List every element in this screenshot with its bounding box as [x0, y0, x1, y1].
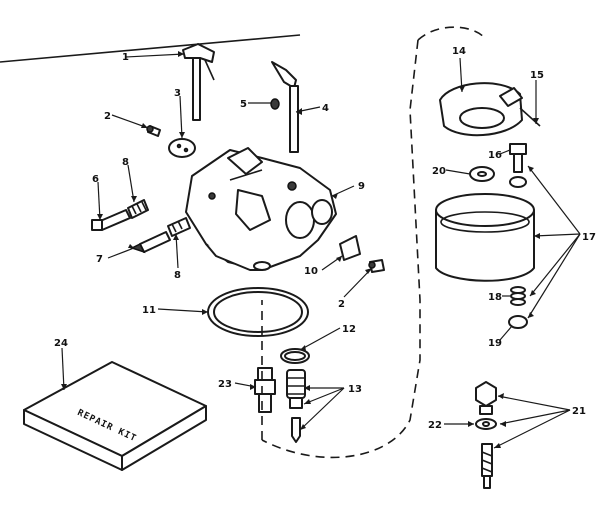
callout-5: 5 — [240, 99, 247, 110]
leader-arrowheads — [61, 51, 540, 448]
part-seal-lower — [508, 315, 528, 329]
callout-14: 14 — [452, 46, 466, 57]
callout-2-upper: 2 — [104, 111, 111, 122]
part-idle-screw — [91, 209, 131, 231]
part-spring-lower — [167, 217, 191, 237]
callout-6: 6 — [92, 174, 99, 185]
callout-13: 13 — [348, 384, 362, 395]
callout-8-lower: 8 — [174, 270, 181, 281]
part-bowl-screw — [509, 143, 527, 173]
assembly-envelope-left — [261, 39, 421, 459]
part-plate — [339, 235, 361, 261]
part-carburetor-body — [185, 147, 337, 271]
assembly-envelope-top — [417, 26, 487, 41]
callout-22: 22 — [428, 420, 442, 431]
callout-17: 17 — [582, 232, 596, 243]
callout-15: 15 — [530, 70, 544, 81]
leader-lines — [61, 53, 581, 449]
callout-19: 19 — [488, 338, 502, 349]
callout-11: 11 — [142, 305, 156, 316]
part-float-bowl — [435, 193, 535, 282]
part-drain-washer — [475, 418, 497, 430]
part-inlet-needle-seat — [286, 369, 306, 443]
part-drain-screw — [481, 443, 493, 489]
part-spring-upper — [127, 199, 149, 219]
callout-2-lower: 2 — [338, 299, 345, 310]
part-throttle-shaft — [182, 43, 215, 121]
part-main-jet — [254, 367, 276, 413]
part-choke-shaft — [271, 61, 299, 153]
part-drain-valve — [475, 381, 497, 415]
callout-23: 23 — [218, 379, 232, 390]
part-spring — [510, 286, 526, 306]
part-screw-upper — [146, 125, 161, 137]
callout-3: 3 — [174, 88, 181, 99]
callout-labels: 1 2 3 4 5 6 7 8 8 9 10 2 11 12 13 14 15 … — [54, 46, 596, 431]
callout-16: 16 — [488, 150, 502, 161]
part-needle-valve — [130, 231, 171, 254]
part-o-ring — [280, 348, 310, 364]
part-float-pin — [499, 87, 541, 127]
callout-7: 7 — [96, 254, 103, 265]
callout-24: 24 — [54, 338, 68, 349]
callout-8-upper: 8 — [122, 157, 129, 168]
header-rule-line — [0, 34, 301, 63]
part-gasket-ring — [207, 287, 309, 337]
part-screw-lower — [368, 259, 385, 273]
callout-4: 4 — [322, 103, 329, 114]
part-bowl-screw-washer — [509, 176, 527, 188]
callout-1: 1 — [122, 52, 129, 63]
callout-9: 9 — [358, 181, 365, 192]
callout-12: 12 — [342, 324, 356, 335]
callout-20: 20 — [432, 166, 446, 177]
part-seal — [270, 98, 280, 110]
callout-10: 10 — [304, 266, 318, 277]
part-choke-plate — [168, 138, 196, 158]
callout-18: 18 — [488, 292, 502, 303]
part-repair-kit-box: REPAIR KIT — [23, 361, 207, 471]
callout-21: 21 — [572, 406, 586, 417]
part-washer — [469, 166, 495, 182]
